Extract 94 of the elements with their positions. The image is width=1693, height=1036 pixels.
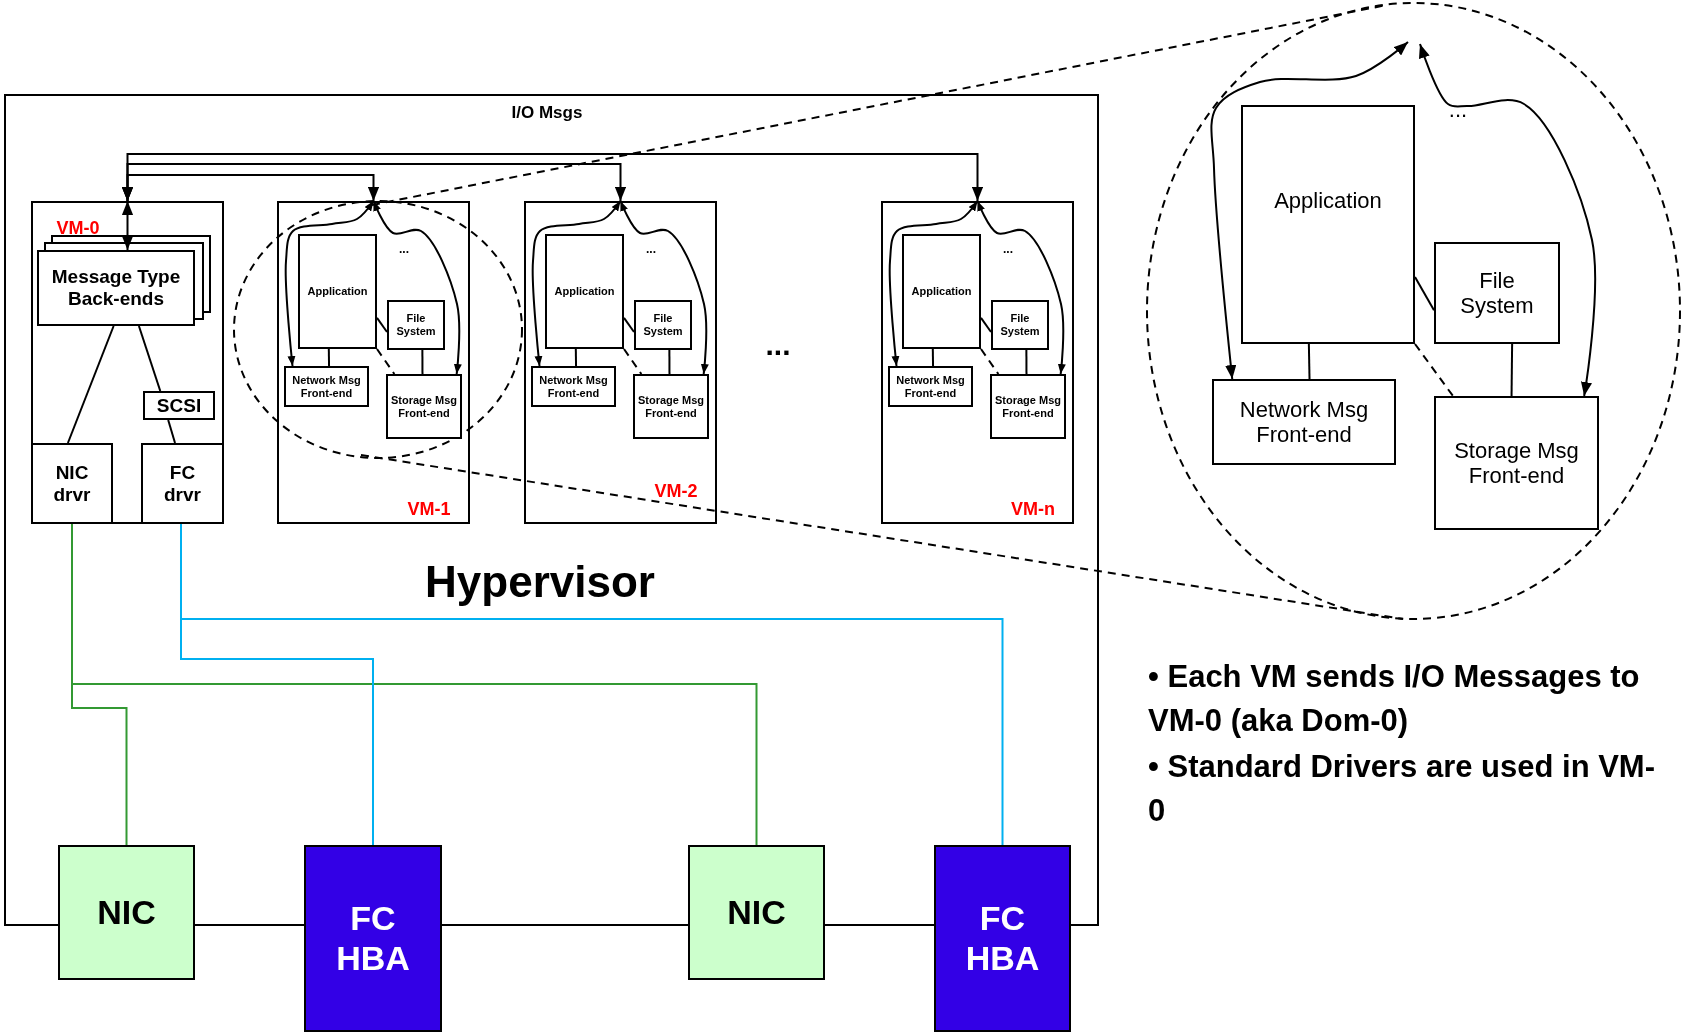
connector-line [931,348,935,367]
ellipsis-text: ... [399,242,409,256]
box-label: Storage Msg Front-end [390,393,458,420]
vm-label: VM-n [1011,498,1055,520]
component-box [284,366,369,407]
vm-frame [524,201,717,524]
card-label: NIC [727,892,786,933]
component-box [1434,396,1599,530]
arrow [1419,43,1597,397]
box-label: Network Msg Front-end [538,373,609,400]
component-box [386,374,462,439]
component-box [990,374,1066,439]
component-box [143,391,215,420]
connector-line [421,349,424,375]
box-label: Network Msg Front-end [291,373,362,400]
connector-line [980,316,992,333]
box-label: Storage Msg Front-end [1453,437,1580,489]
box-label: File System [395,312,437,338]
connector-line [623,316,635,333]
bus-label: I/O Msgs [511,103,583,123]
bullet-point: • Each VM sends I/O Messages to VM-0 (aka Dom-0) [1148,658,1641,740]
bullet-point: • Standard Drivers are used in VM-0 [1148,748,1656,830]
box-label: Application [1274,187,1382,214]
connector-line [376,316,388,333]
component-box [1212,379,1396,465]
vm-frame [277,201,470,524]
component-box [31,443,113,524]
box-label: File System [1459,267,1535,319]
arrow [976,200,1066,375]
box-label: SCSI [156,394,202,417]
connector-line [1510,343,1514,397]
connector-line [1414,276,1435,312]
vm-frame [31,201,224,524]
vm-label: VM-0 [56,217,100,239]
nic-card [688,845,825,980]
bus-arrow [121,153,984,202]
connector-line [1025,349,1028,375]
box-label: Storage Msg Front-end [637,393,705,420]
component-box [141,443,224,524]
connector-line [376,348,396,375]
box-label: Application [554,285,615,298]
nic-card [58,845,195,980]
connector-line [980,348,1000,375]
connector-line [1414,343,1454,397]
connector-line [137,325,162,392]
connector-line [66,325,115,444]
hba-card [934,845,1071,1032]
ellipsis-text: ... [1003,242,1013,256]
card-label: FC HBA [335,899,411,978]
hba-card [304,845,442,1032]
box-label: Network Msg Front-end [895,373,966,400]
connector-line [574,348,578,367]
card-label: NIC [97,892,156,933]
component-box [545,234,624,349]
connector-line [668,349,671,375]
component-box [298,234,377,349]
vm-label: VM-2 [654,480,698,502]
arrow [619,200,709,375]
box-label: File System [642,312,684,338]
component-box [888,366,973,407]
box-label: File System [999,312,1041,338]
connector-line [623,348,643,375]
connector-line [167,419,177,444]
component-box [634,300,692,350]
ellipsis-text: ... [646,242,656,256]
component-box [37,250,195,326]
vm-frame [881,201,1074,524]
arrow [531,200,622,367]
box-label: Application [911,285,972,298]
component-box [1241,105,1415,344]
component-box [633,374,709,439]
connector-line [1307,343,1311,380]
arrow [372,200,462,375]
component-box [1434,242,1560,344]
card-label: FC HBA [964,899,1041,978]
arrow [888,200,979,367]
box-label: NIC drvr [52,461,92,506]
ellipsis-text: ... [765,328,791,362]
connector-line [327,348,331,367]
arrow [1210,41,1409,380]
arrow [121,200,134,251]
box-label: Storage Msg Front-end [994,393,1062,420]
arrow [284,200,375,367]
box-label: Application [307,285,368,298]
component-box [991,300,1049,350]
box-label: FC drvr [163,461,202,506]
component-box [902,234,981,349]
box-label: Message Type Back-ends [50,266,182,310]
box-label: Network Msg Front-end [1238,396,1370,448]
region-title: Hypervisor [425,557,655,607]
component-box [531,366,616,407]
ellipsis-text: ... [1448,97,1468,123]
vm-label: VM-1 [407,498,451,520]
component-box [387,300,445,350]
